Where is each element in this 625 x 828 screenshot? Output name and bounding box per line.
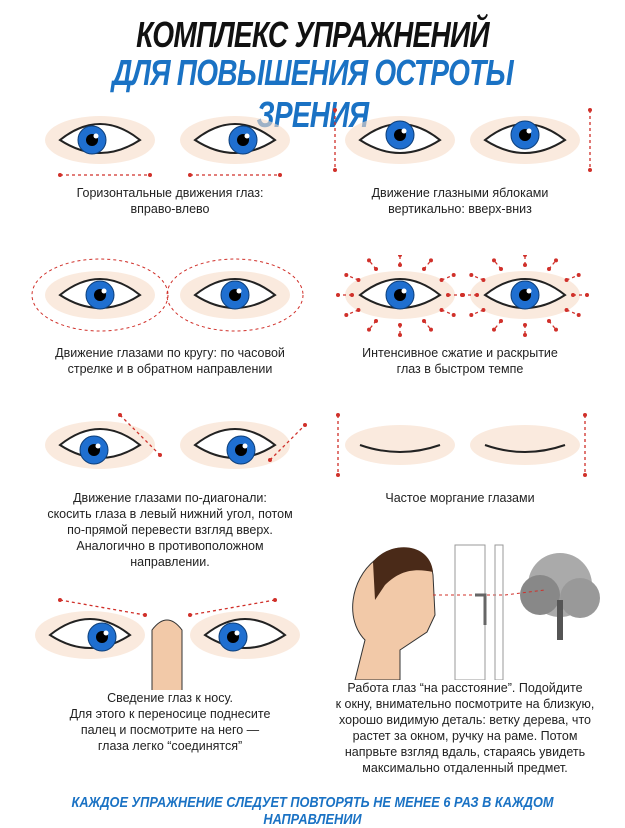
eyes-illustration	[310, 255, 610, 345]
closed-eye-icon	[470, 425, 580, 465]
exercise-diagonal: Движение глазами по-диагонали: скосить гл…	[20, 410, 320, 570]
caption-line: к окну, внимательно посмотрите на близку…	[335, 697, 595, 711]
eye-icon	[45, 421, 155, 469]
arrow-icon	[441, 309, 454, 316]
caption-line: палец и посмотрите на него —	[80, 723, 260, 737]
arrow-icon	[346, 309, 359, 316]
caption-line: глаза легко “соединятся”	[97, 739, 243, 753]
eyes-illustration	[20, 255, 320, 345]
caption-line: Горизонтальные движения глаз:	[76, 186, 264, 200]
eyes-illustration	[310, 410, 610, 490]
arrow-icon	[471, 274, 484, 281]
caption: Движение глазами по-диагонали: скосить гл…	[20, 490, 320, 570]
title-line-1: КОМПЛЕКС УПРАЖНЕНИЙ	[136, 14, 489, 55]
eye-icon	[470, 271, 580, 319]
eye-icon	[180, 116, 290, 164]
arrow-icon	[441, 274, 454, 281]
caption-line: напрвьте взгляд вдаль, стараясь увидеть	[344, 745, 586, 759]
caption-line: Для этого к переносице поднесите	[69, 707, 271, 721]
exercise-blink: Частое моргание глазами	[310, 410, 610, 506]
caption-line: направлении.	[130, 555, 210, 569]
caption-line: Интенсивное сжатие и раскрытие	[362, 346, 558, 360]
caption-line: вправо-влево	[130, 202, 210, 216]
arrow-icon	[566, 309, 579, 316]
caption-line: растет за окном, ручку на раме. Потом	[352, 729, 578, 743]
caption-line: Работа глаз “на расстояние”. Подойдите	[347, 681, 583, 695]
eye-icon	[45, 116, 155, 164]
caption-line: Движение глазами по-диагонали:	[73, 491, 267, 505]
eye-icon	[35, 611, 145, 659]
eyes-illustration	[20, 590, 320, 690]
caption-line: Аналогично в противоположном	[76, 539, 264, 553]
caption: Сведение глаз к носу. Для этого к перенос…	[20, 690, 320, 754]
eye-icon	[190, 611, 300, 659]
exercise-nose: Сведение глаз к носу. Для этого к перенос…	[20, 590, 320, 754]
eyes-illustration	[20, 105, 320, 185]
arrow-icon	[566, 274, 579, 281]
arrow-icon	[59, 599, 146, 616]
exercise-horizontal: Горизонтальные движения глаз: вправо-влев…	[20, 105, 320, 217]
title-line-2: ДЛЯ ПОВЫШЕНИЯ ОСТРОТЫ ЗРЕНИЯ	[112, 52, 514, 135]
exercise-distance: Работа глаз “на расстояние”. Подойдите к …	[305, 540, 625, 776]
caption-line: Сведение глаз к носу.	[107, 691, 233, 705]
eye-icon	[345, 271, 455, 319]
eye-icon	[180, 271, 290, 319]
caption-line: стрелке и в обратном направлении	[67, 362, 273, 376]
arrow-icon	[189, 599, 276, 616]
exercise-circle: Движение глазами по кругу: по часовой стр…	[20, 255, 320, 377]
caption-line: глаз в быстром темпе	[396, 362, 524, 376]
exercise-vertical: Движение глазными яблоками вертикально: в…	[310, 105, 610, 217]
finger-icon	[151, 619, 183, 690]
caption: Интенсивное сжатие и раскрытие глаз в быс…	[310, 345, 610, 377]
eyes-illustration	[20, 410, 320, 490]
circular-arrow-icon	[166, 258, 304, 332]
caption-line: вертикально: вверх-вниз	[388, 202, 532, 216]
eyes-illustration	[310, 105, 610, 185]
caption: Движение глазами по кругу: по часовой стр…	[20, 345, 320, 377]
caption: Движение глазными яблоками вертикально: в…	[310, 185, 610, 217]
exercise-squeeze: Интенсивное сжатие и раскрытие глаз в быс…	[310, 255, 610, 377]
circular-arrow-icon	[31, 258, 169, 332]
arrow-icon	[471, 309, 484, 316]
man-window-tree-illustration	[305, 540, 625, 680]
closed-eye-icon	[345, 425, 455, 465]
eye-icon	[45, 271, 155, 319]
arrow-icon	[269, 424, 306, 461]
caption: Горизонтальные движения глаз: вправо-влев…	[20, 185, 320, 217]
caption: Частое моргание глазами	[310, 490, 610, 506]
caption-line: Движение глазными яблоками	[371, 186, 549, 200]
eye-icon	[470, 116, 580, 164]
caption: Работа глаз “на расстояние”. Подойдите к …	[305, 680, 625, 776]
caption-line: скосить глаза в левый нижний угол, потом	[47, 507, 293, 521]
caption-line: хорошо видимую деталь: ветку дерева, что	[339, 713, 591, 727]
caption-line: Частое моргание глазами	[385, 491, 535, 505]
arrow-icon	[346, 274, 359, 281]
caption-line: по-прямой перевести взгляд вверх.	[67, 523, 273, 537]
caption-line: максимально отдаленный предмет.	[362, 761, 568, 775]
caption-line: Движение глазами по кругу: по часовой	[55, 346, 285, 360]
eye-icon	[345, 116, 455, 164]
eye-icon	[180, 421, 290, 469]
